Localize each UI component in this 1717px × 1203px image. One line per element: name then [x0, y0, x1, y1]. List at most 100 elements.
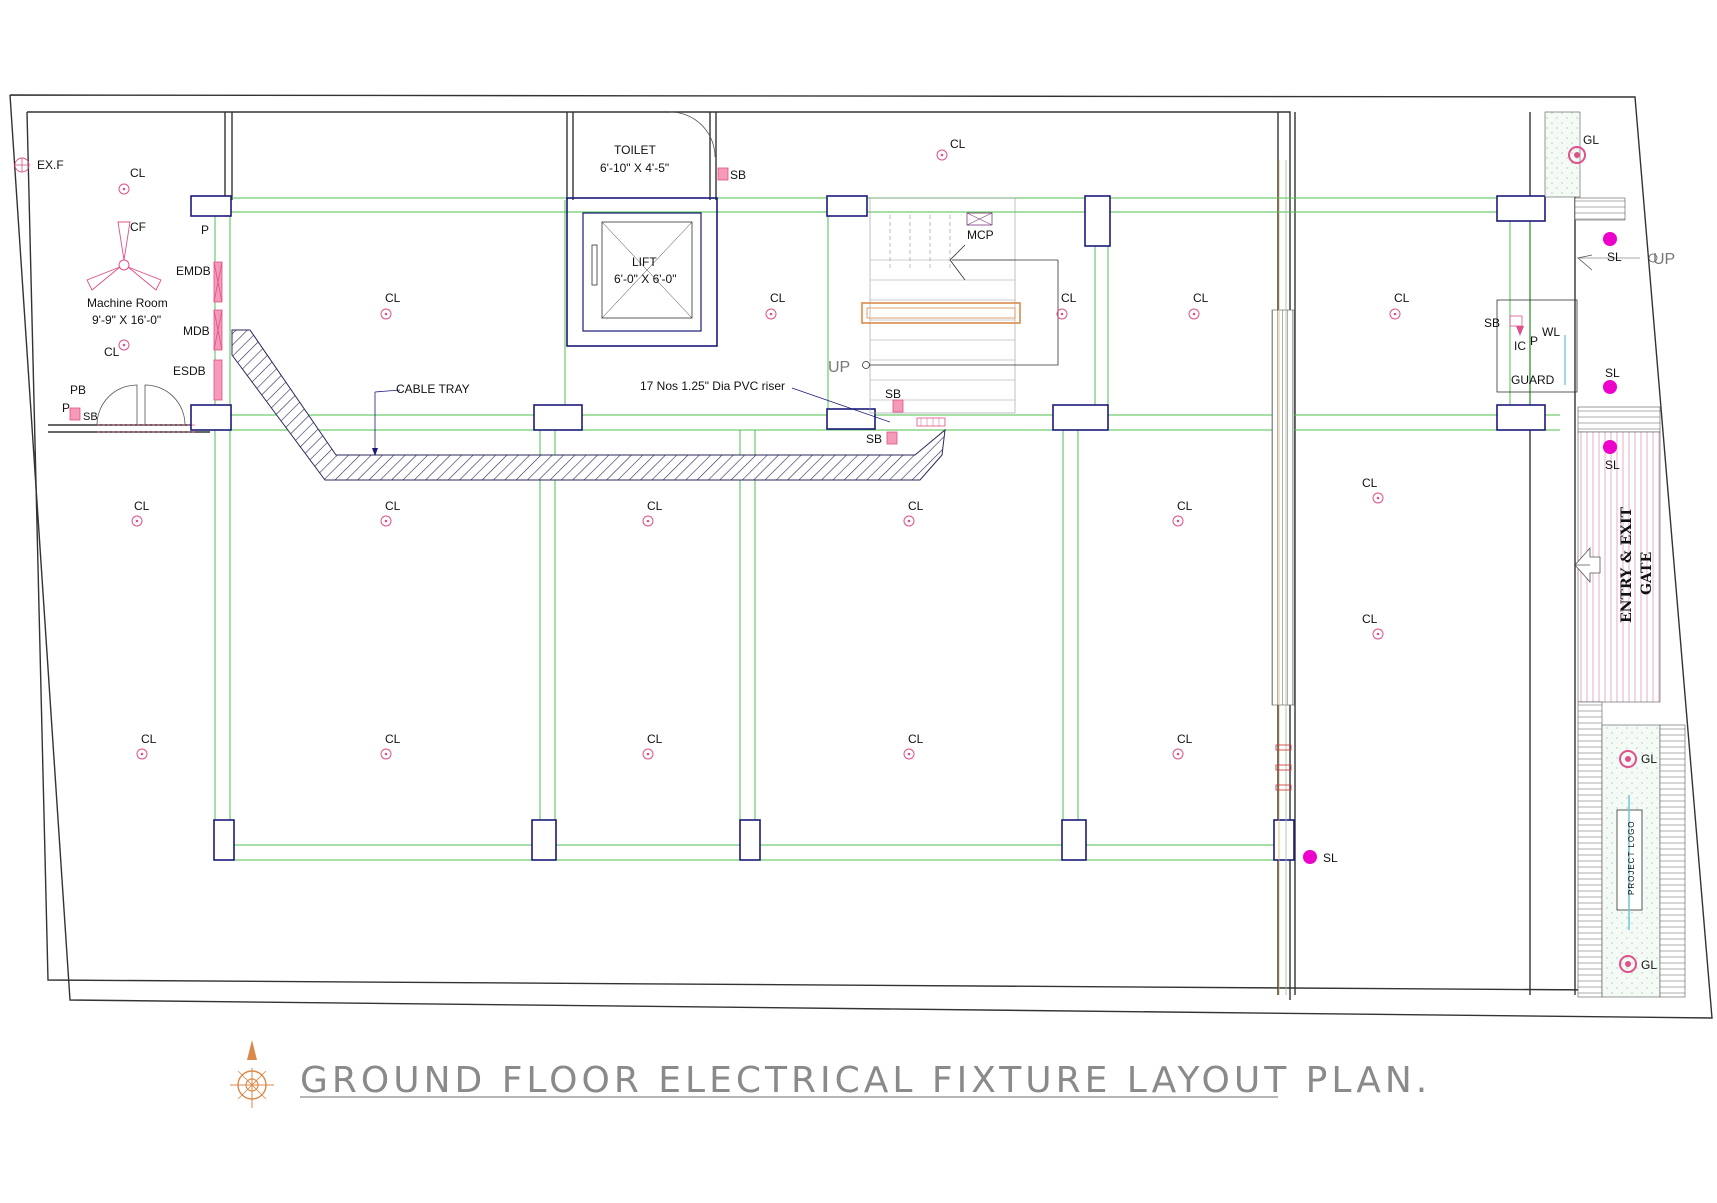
street-light-icons	[1303, 232, 1617, 864]
switch-board-label: SB	[885, 387, 901, 401]
ceiling-light-label: CL	[385, 291, 401, 305]
switch-board-label: SB	[730, 168, 746, 182]
ceiling-light-label: CL	[1177, 499, 1193, 513]
ceiling-light-icon	[1056, 308, 1068, 320]
ceiling-light-label: CL	[385, 732, 401, 746]
lift-shaft	[566, 197, 718, 347]
intercom-label: IC	[1514, 339, 1526, 353]
gate-label-line2: GATE	[1639, 552, 1655, 595]
guard-room-label: GUARD	[1511, 373, 1555, 387]
toilet-label: TOILET	[614, 143, 656, 157]
lift-size: 6'-0" X 6'-0"	[614, 272, 676, 286]
street-light-label: SL	[1323, 851, 1338, 865]
ceiling-light-icon	[1188, 308, 1200, 320]
ceiling-light-label: CL	[1362, 476, 1378, 490]
ceiling-light-icons	[118, 149, 1401, 760]
switch-board-label: SB	[866, 432, 882, 446]
ceiling-fan-label: CF	[130, 220, 146, 234]
push-button-label: PB	[70, 383, 86, 397]
ceiling-light-icon	[131, 515, 143, 527]
gate-label-line1: ENTRY & EXIT	[1619, 506, 1635, 623]
ceiling-light-icon	[1389, 308, 1401, 320]
ceiling-light-icon	[903, 748, 915, 760]
wall-light-label: WL	[1542, 325, 1560, 339]
ceiling-light-label: CL	[647, 732, 663, 746]
ceiling-light-label: CL	[134, 499, 150, 513]
mcp-label: MCP	[967, 228, 994, 242]
ceiling-light-label: CL	[647, 499, 663, 513]
ceiling-light-icon	[380, 515, 392, 527]
vertical-duct	[1271, 160, 1295, 995]
garden-light-icon	[1619, 955, 1637, 973]
ceiling-light-label: CL	[1177, 732, 1193, 746]
site-boundary	[9, 94, 1713, 1019]
interior-walls	[48, 111, 1576, 995]
machine-room-door	[96, 384, 195, 433]
plan-labels: EX.F CF Machine Room 9'-9" X 16'-0" EMDB…	[37, 133, 1675, 972]
ceiling-light-label: CL	[908, 499, 924, 513]
ceiling-light-icon	[118, 183, 130, 195]
ceiling-light-icon	[136, 748, 148, 760]
plug-label: P	[201, 223, 209, 237]
switch-boards	[69, 167, 904, 445]
toilet-size: 6'-10" X 4'-5"	[600, 161, 669, 175]
plug-label: P	[62, 401, 70, 415]
ceiling-light-label: CL	[130, 166, 146, 180]
plan-title: GROUND FLOOR ELECTRICAL FIXTURE LAYOUT P…	[300, 1060, 1431, 1101]
street-light-icon	[1303, 850, 1317, 864]
emdb-label: EMDB	[176, 264, 211, 278]
beam-grid	[210, 197, 1560, 861]
ceiling-light-icon	[765, 308, 777, 320]
switch-board-label: SB	[83, 411, 98, 423]
ceiling-light-icon	[1172, 515, 1184, 527]
ceiling-light-label: CL	[1061, 291, 1077, 305]
riser-label: 17 Nos 1.25" Dia PVC riser	[640, 379, 785, 393]
street-light-label: SL	[1607, 250, 1622, 264]
garden-light-label: GL	[1583, 133, 1599, 147]
entry-gate-area	[1496, 111, 1686, 998]
street-light-icon	[1603, 440, 1617, 454]
ceiling-light-icon	[642, 515, 654, 527]
ceiling-light-icon	[903, 515, 915, 527]
ceiling-fan-icon	[86, 221, 162, 291]
machine-room-label: Machine Room	[87, 296, 168, 310]
lift-label: LIFT	[632, 255, 657, 269]
ceiling-light-label: CL	[908, 732, 924, 746]
street-light-label: SL	[1605, 366, 1620, 380]
project-logo-label: PROJECT LOGO	[1627, 820, 1636, 895]
exhaust-fan-label: EX.F	[37, 158, 64, 172]
compass-icon	[230, 1040, 274, 1108]
ceiling-light-icon	[936, 149, 948, 161]
ceiling-light-label: CL	[1193, 291, 1209, 305]
ceiling-light-icon	[642, 748, 654, 760]
ceiling-light-label: CL	[950, 137, 966, 151]
exhaust-fan-icon	[14, 157, 30, 173]
ceiling-light-icon	[1172, 748, 1184, 760]
ceiling-light-label: CL	[141, 732, 157, 746]
machine-room-size: 9'-9" X 16'-0"	[92, 313, 161, 327]
mdb-label: MDB	[183, 324, 210, 338]
gate-up-label: UP	[1653, 251, 1675, 268]
ceiling-light-icon	[1372, 492, 1384, 504]
plug-label: P	[1530, 334, 1538, 348]
ceiling-light-icon	[1372, 628, 1384, 640]
garden-light-icon	[1568, 146, 1586, 164]
ceiling-light-icon	[380, 308, 392, 320]
esdb-label: ESDB	[173, 364, 206, 378]
stair-up-label: UP	[828, 359, 850, 376]
garden-light-icon	[1619, 750, 1637, 768]
ceiling-light-label: CL	[770, 291, 786, 305]
ceiling-light-label: CL	[104, 345, 120, 359]
staircase	[861, 197, 1059, 414]
cable-tray-label: CABLE TRAY	[396, 382, 470, 396]
ceiling-light-label: CL	[385, 499, 401, 513]
street-light-icon	[1603, 380, 1617, 394]
cable-tray	[231, 329, 946, 481]
garden-light-icons	[1568, 146, 1637, 973]
columns	[190, 195, 1546, 861]
ceiling-light-label: CL	[1394, 291, 1410, 305]
garden-light-label: GL	[1641, 752, 1657, 766]
ceiling-light-label: CL	[1362, 612, 1378, 626]
ceiling-light-icon	[380, 748, 392, 760]
